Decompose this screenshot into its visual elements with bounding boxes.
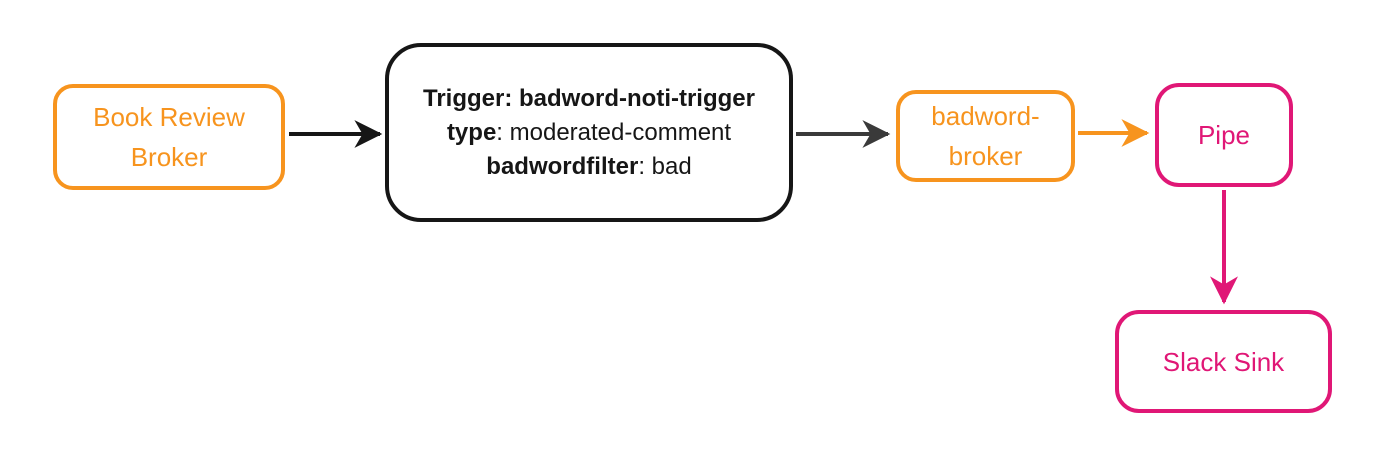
trigger-line-name: Trigger: badword-noti-trigger — [423, 82, 755, 116]
node-slack-sink: Slack Sink — [1115, 310, 1332, 413]
node-label: Slack Sink — [1162, 346, 1285, 377]
node-book-review-broker: Book Review Broker — [53, 84, 285, 190]
node-label: Book Review — [93, 102, 245, 132]
node-label: badword- — [931, 101, 1040, 131]
node-label: Pipe — [1197, 120, 1251, 150]
trigger-type-regular: : moderated-comment — [496, 118, 732, 146]
trigger-line-filter: badwordfilter: bad — [486, 150, 691, 184]
trigger-line-type: type: moderated-comment — [447, 116, 731, 150]
node-badword-broker: badword- broker — [896, 90, 1075, 182]
node-trigger-filter: Trigger: badword-noti-trigger type: mode… — [385, 43, 793, 222]
trigger-filter-bold: badwordfilter — [486, 152, 639, 180]
trigger-name-bold: Trigger: badword-noti-trigger — [423, 84, 755, 112]
node-label: broker — [948, 141, 1023, 171]
trigger-type-bold: type — [446, 118, 497, 146]
node-pipe: Pipe — [1155, 83, 1293, 187]
trigger-filter-regular: : bad — [638, 152, 692, 180]
node-label: Broker — [130, 142, 208, 172]
